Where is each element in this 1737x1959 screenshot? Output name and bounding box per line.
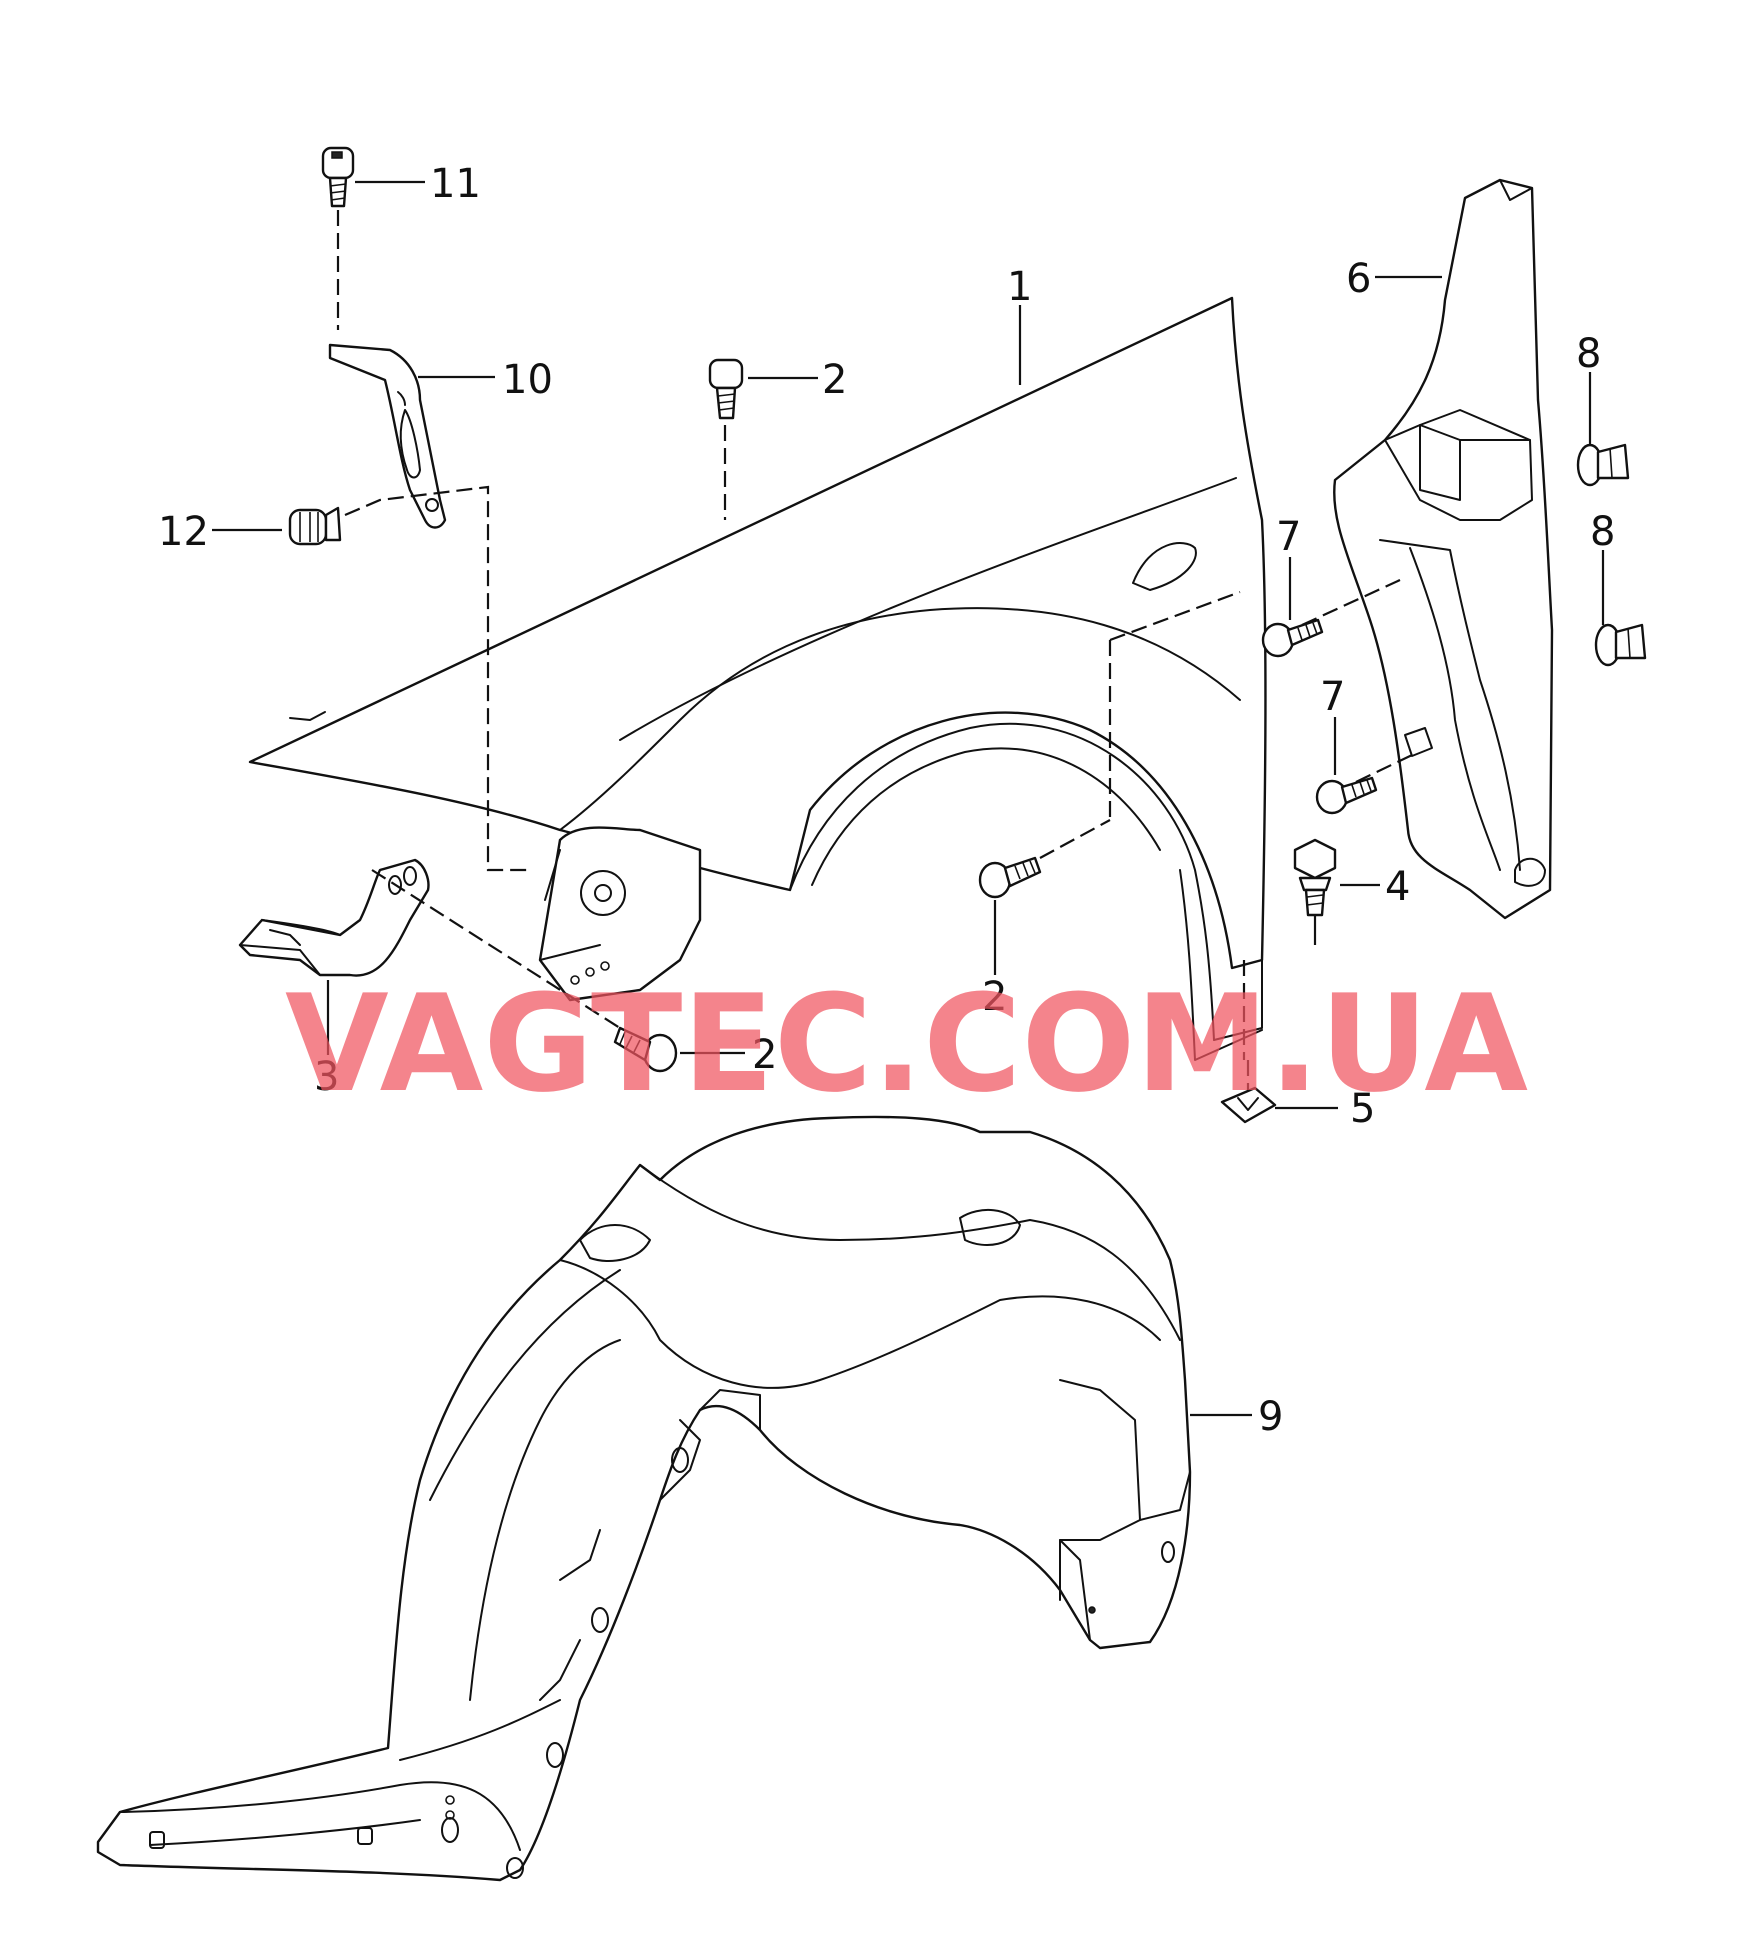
- fender-part-1: [248, 296, 1267, 1061]
- rivet-part-8-upper: [1576, 443, 1630, 487]
- callout-11: 11: [430, 161, 481, 207]
- callout-8-upper: 8: [1576, 331, 1601, 377]
- callout-12: 12: [158, 509, 209, 555]
- callout-10: 10: [502, 357, 553, 403]
- screw-part-11: [321, 146, 355, 208]
- bolt-part-2-bottom: [613, 1026, 678, 1073]
- rivet-part-8-lower: [1594, 623, 1647, 667]
- bracket-part-3: [238, 858, 430, 977]
- callouts: 1 2 2 2 3 4 5 6 7 7 8 8 9 10 11 12: [158, 161, 1615, 1440]
- seal-panel-part-6: [1333, 178, 1554, 920]
- wheel-liner-part-9: [96, 1115, 1192, 1882]
- bolt-part-7-lower: [1315, 776, 1378, 815]
- clip-part-12: [288, 506, 342, 546]
- callout-4: 4: [1385, 864, 1410, 910]
- bracket-part-10: [328, 343, 447, 529]
- callout-5: 5: [1350, 1086, 1375, 1132]
- callout-6: 6: [1346, 256, 1371, 302]
- bolt-part-4: [1293, 838, 1337, 917]
- leader-lines: [212, 180, 1605, 1417]
- callout-3: 3: [314, 1054, 339, 1100]
- callout-2-bottom: 2: [752, 1032, 777, 1078]
- bolt-part-7-upper: [1261, 618, 1324, 658]
- callout-8-lower: 8: [1590, 509, 1615, 555]
- callout-7-upper: 7: [1276, 514, 1301, 560]
- callout-2-middle: 2: [982, 974, 1007, 1020]
- callout-9: 9: [1258, 1394, 1283, 1440]
- callout-1: 1: [1007, 264, 1032, 310]
- callout-7-lower: 7: [1320, 674, 1345, 720]
- assembly-dash-lines: [336, 210, 1413, 1090]
- bolt-part-2-middle: [978, 856, 1042, 899]
- clip-part-5: [1220, 1086, 1277, 1124]
- screw-part-2-top: [708, 358, 744, 420]
- watermark-text: VAGTEC.COM.UA: [285, 966, 1528, 1122]
- callout-2-top: 2: [822, 357, 847, 403]
